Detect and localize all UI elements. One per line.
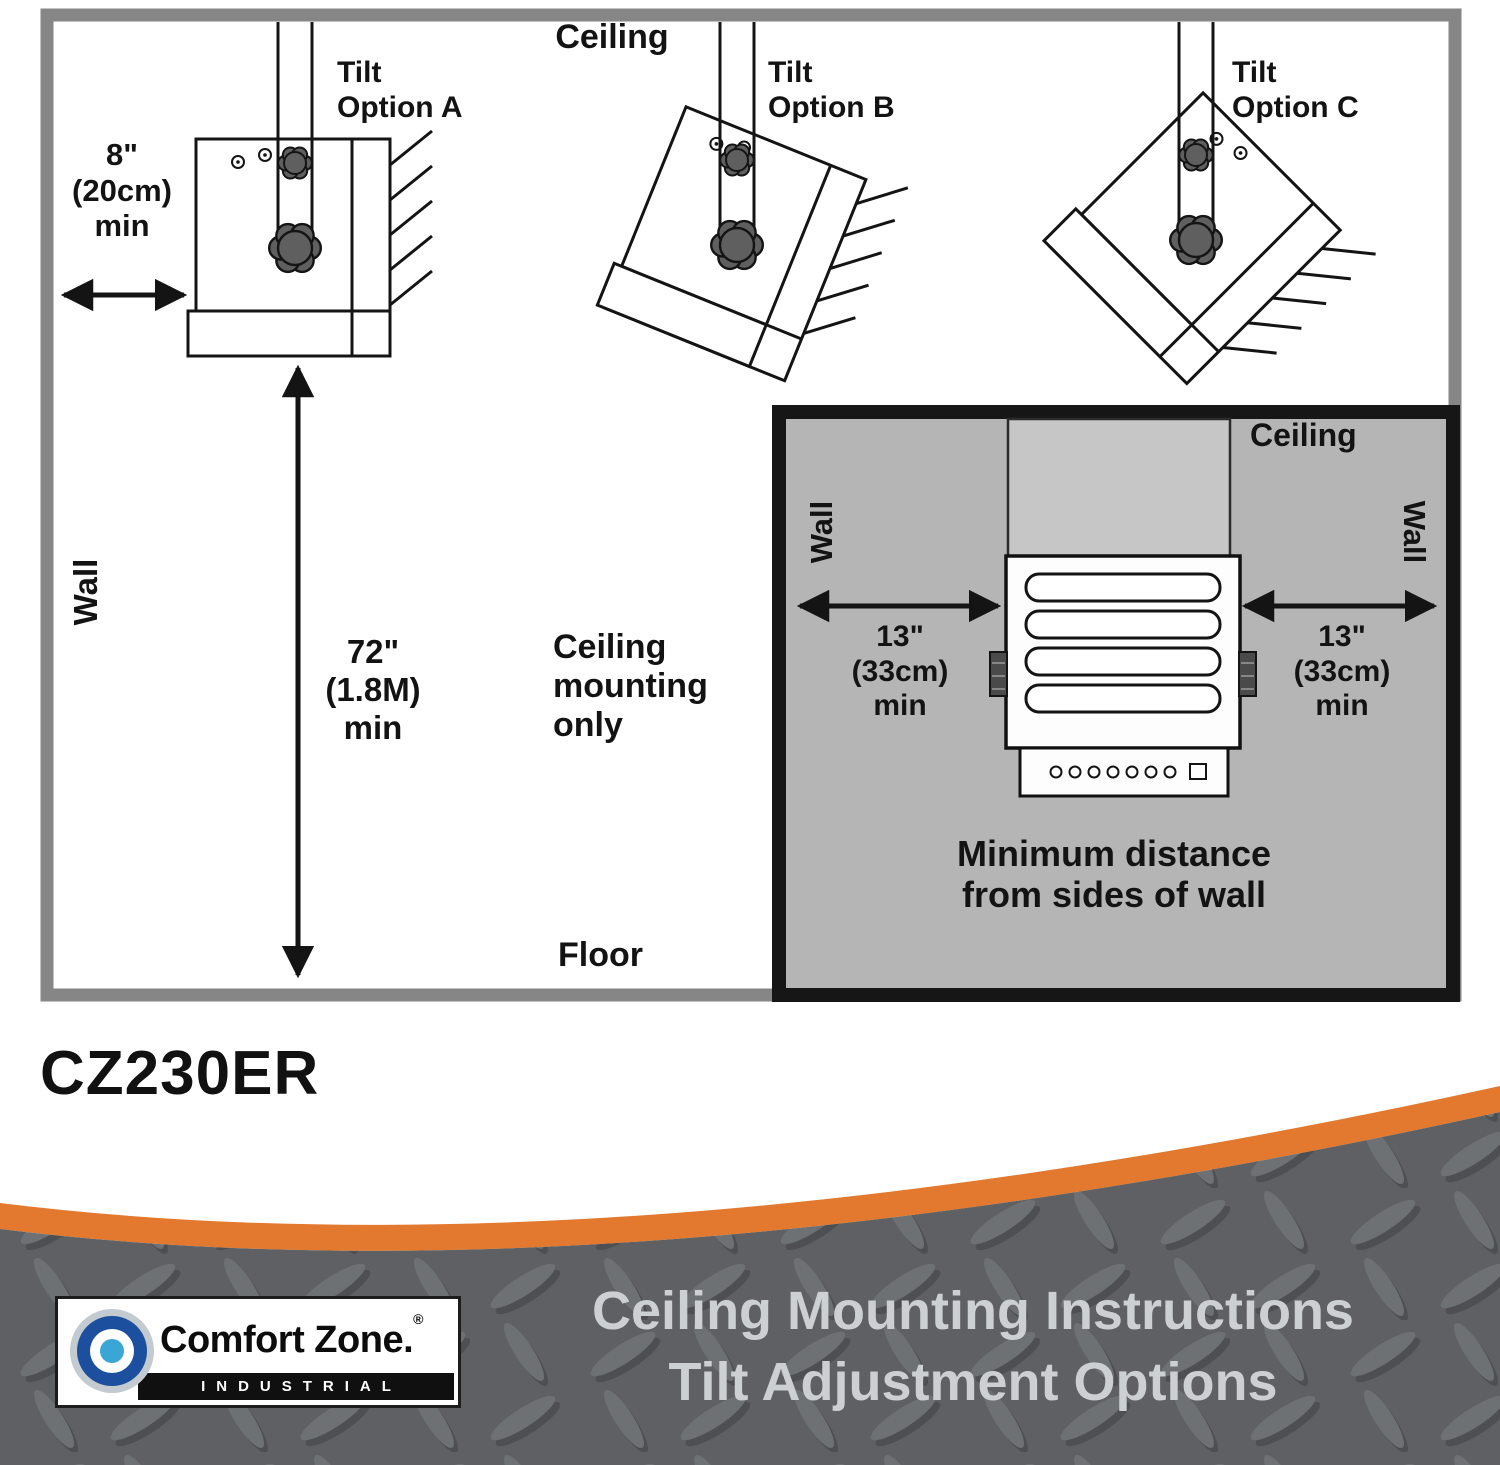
ceiling-label: Ceiling [555, 18, 669, 56]
headline-line1: Ceiling Mounting Instructions [592, 1281, 1354, 1341]
inset-caption-line1: Minimum distance [956, 833, 1272, 874]
brand-name: Comfort Zone.® [160, 1311, 423, 1362]
side-clearance-left-label: 13" (33cm) min [815, 620, 985, 724]
tilt-a-line2: Option A [337, 90, 463, 124]
tilt-knob-large-c [1168, 214, 1224, 266]
note-line3: only [553, 706, 623, 745]
brand-name-text: Comfort Zone. [160, 1319, 414, 1361]
wall-clearance-label: 8" (20cm) min [42, 137, 202, 244]
tilt-a-line1: Tilt [337, 56, 382, 89]
tilt-knob-small-a [277, 146, 313, 180]
registered-mark: ® [413, 1311, 423, 1327]
floor-clearance-value: 72" [346, 633, 400, 670]
side-right-metric: (33cm) [1293, 654, 1391, 688]
side-right-value: 13" [1318, 620, 1366, 653]
heater-side-view-a [186, 22, 434, 358]
side-clearance-right-label: 13" (33cm) min [1257, 620, 1427, 724]
note-line1: Ceiling [553, 628, 667, 666]
inset-wall-label-right: Wall [1396, 500, 1432, 564]
tilt-knob-small-c [1178, 138, 1214, 172]
headline-line2: Tilt Adjustment Options [668, 1352, 1278, 1413]
tilt-option-b-label: Tilt Option B [768, 56, 895, 125]
tilt-knob-small-b [719, 143, 755, 177]
comfort-zone-logo: Comfort Zone.® INDUSTRIAL [55, 1296, 461, 1408]
tilt-b-line2: Option B [768, 90, 895, 124]
tilt-knob-large-a [268, 222, 322, 274]
wall-clearance-value: 8" [106, 137, 138, 172]
control-panel [1018, 746, 1230, 798]
inset-panel [772, 405, 1460, 1002]
side-left-value: 13" [876, 620, 924, 653]
wall-clearance-metric: (20cm) [72, 172, 172, 208]
inset-wall-label-left: Wall [804, 500, 840, 564]
mount-pole-a [276, 22, 314, 250]
tilt-b-line1: Tilt [768, 56, 813, 89]
tilt-option-a-label: Tilt Option A [337, 56, 463, 125]
inset-ceiling-label: Ceiling [1250, 417, 1357, 453]
wall-clearance-min: min [94, 208, 150, 244]
footer-headline: Ceiling Mounting Instructions Tilt Adjus… [543, 1276, 1403, 1419]
ceiling-mounting-only-note: Ceiling mounting only [553, 628, 708, 745]
inset-caption: Minimum distance from sides of wall [864, 833, 1364, 916]
tilt-knob-large-b [710, 219, 764, 271]
tilt-c-line2: Option C [1232, 90, 1359, 124]
louvers [1024, 572, 1222, 714]
tilt-c-line1: Tilt [1232, 56, 1277, 89]
floor-clearance-min: min [343, 708, 403, 746]
heater-front-view [989, 554, 1257, 798]
note-line2: mounting [553, 667, 708, 706]
floor-label: Floor [558, 936, 643, 974]
heater-side-view-b [595, 22, 910, 398]
floor-clearance-metric: (1.8M) [325, 670, 421, 708]
tilt-option-c-label: Tilt Option C [1232, 56, 1359, 125]
mount-pole-c [1177, 22, 1215, 242]
ceiling-bracket [1006, 417, 1232, 561]
inset-caption-line2: from sides of wall [961, 874, 1267, 916]
heater-side-view-c [1042, 22, 1378, 415]
mount-pole-b [718, 22, 756, 247]
side-left-min: min [873, 689, 927, 722]
side-right-min: min [1315, 689, 1369, 722]
side-left-metric: (33cm) [851, 654, 949, 688]
floor-clearance-label: 72" (1.8M) min [288, 633, 458, 747]
orange-swoosh [0, 1086, 1500, 1251]
side-adjust-knobs [989, 651, 1257, 697]
model-number: CZ230ER [40, 1039, 320, 1108]
comfort-zone-logo-icon [70, 1309, 154, 1393]
wall-label-main: Wall [67, 558, 105, 626]
brand-division-banner: INDUSTRIAL [138, 1373, 454, 1400]
